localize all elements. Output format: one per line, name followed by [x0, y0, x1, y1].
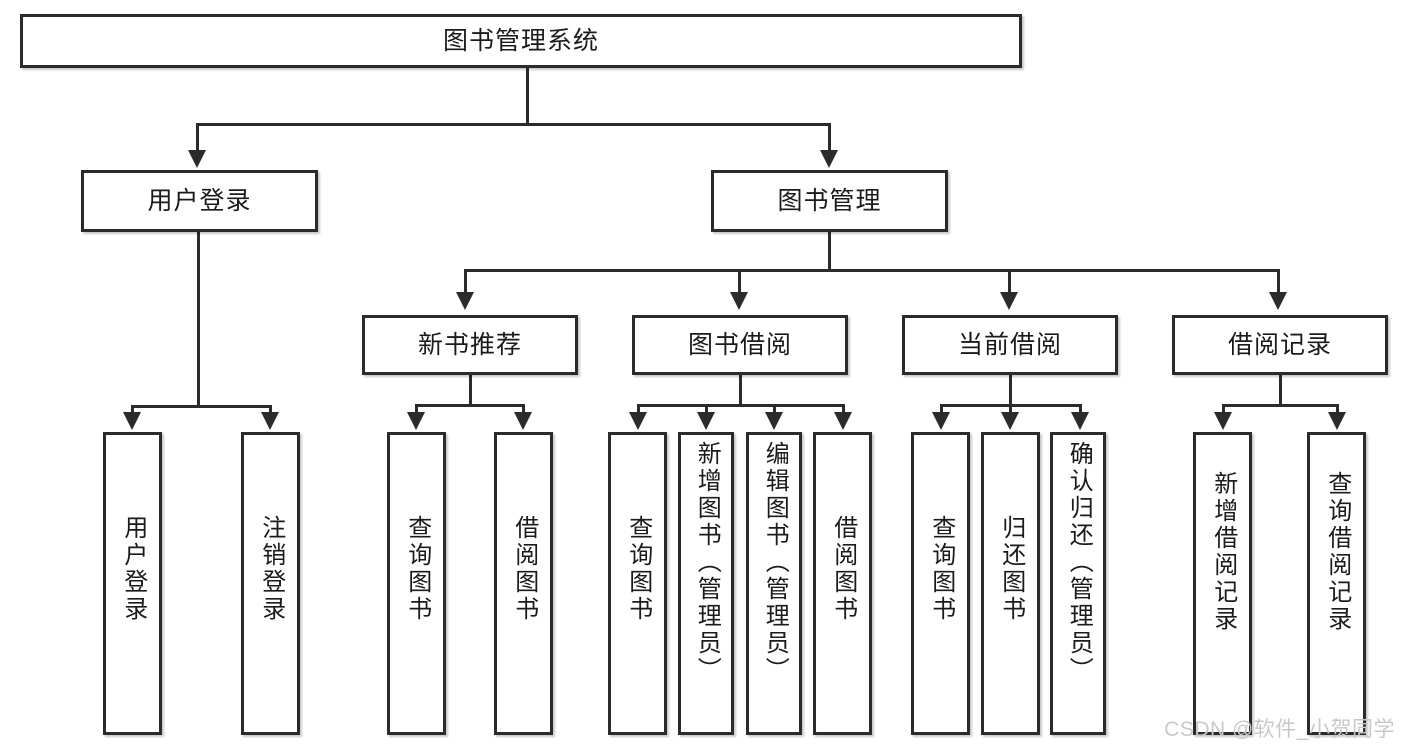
node-label: 新书推荐	[417, 330, 522, 359]
node-label: 归还图书	[997, 515, 1025, 623]
node-label: 确认归还（管理员）	[1065, 441, 1093, 684]
arrow-to-new-book	[456, 292, 474, 310]
connector-to-new-book	[464, 269, 467, 295]
node-label: 查询图书	[403, 515, 431, 623]
arrow-current-borrow-leaf1	[932, 412, 950, 430]
node-label: 查询借阅记录	[1323, 471, 1351, 633]
connector-borrow-record-trunk	[1279, 375, 1282, 407]
node-label: 借阅图书	[510, 515, 538, 623]
arrow-user-login-leaf1	[123, 412, 141, 430]
arrow-book-borrow-leaf1	[629, 412, 647, 430]
node-leaf-query-book-1[interactable]: 查询图书	[387, 432, 446, 735]
node-label: 当前借阅	[957, 330, 1062, 359]
node-leaf-query-record[interactable]: 查询借阅记录	[1307, 432, 1366, 735]
node-label: 图书借阅	[687, 330, 792, 359]
connector-current-borrow-leaf1	[940, 404, 943, 416]
connector-new-book-bus	[415, 404, 525, 407]
arrow-to-book-borrow	[730, 292, 748, 310]
node-label: 借阅图书	[829, 515, 857, 623]
connector-root-trunk	[526, 67, 529, 123]
node-leaf-borrow-book-2[interactable]: 借阅图书	[813, 432, 872, 735]
node-leaf-add-record[interactable]: 新增借阅记录	[1193, 432, 1252, 735]
node-leaf-user-login[interactable]: 用户登录	[103, 432, 162, 735]
connector-user-login-trunk	[197, 232, 200, 408]
connector-user-login-bus	[131, 405, 272, 408]
node-label: 查询图书	[624, 515, 652, 623]
node-book-borrow[interactable]: 图书借阅	[632, 315, 848, 375]
connector-borrow-record-leaf2	[1336, 404, 1339, 416]
connector-current-borrow-leaf2	[1009, 404, 1012, 416]
node-leaf-logout[interactable]: 注销登录	[241, 432, 300, 735]
arrow-book-borrow-leaf2	[697, 412, 715, 430]
arrow-current-borrow-leaf3	[1071, 412, 1089, 430]
connector-book-borrow-trunk	[739, 375, 742, 407]
node-label: 编辑图书（管理员）	[761, 441, 789, 684]
connector-to-book-borrow	[738, 269, 741, 295]
node-label: 用户登录	[119, 515, 147, 623]
arrow-new-book-leaf1	[407, 412, 425, 430]
node-leaf-add-book[interactable]: 新增图书（管理员）	[678, 432, 734, 735]
node-label: 新增借阅记录	[1209, 471, 1237, 633]
node-label: 图书管理系统	[442, 26, 599, 55]
connector-current-borrow-trunk	[1009, 375, 1012, 407]
connector-to-user-login	[196, 123, 199, 153]
node-leaf-borrow-book-1[interactable]: 借阅图书	[494, 432, 553, 735]
arrow-book-borrow-leaf3	[765, 412, 783, 430]
node-book-management[interactable]: 图书管理	[711, 170, 948, 232]
node-new-book-recommend[interactable]: 新书推荐	[362, 315, 578, 375]
connector-book-management-bus	[464, 269, 1279, 272]
connector-to-book-management	[828, 123, 831, 153]
node-user-login[interactable]: 用户登录	[81, 170, 318, 232]
node-borrow-record[interactable]: 借阅记录	[1172, 315, 1388, 375]
connector-borrow-record-bus	[1222, 404, 1339, 407]
arrow-current-borrow-leaf2	[1001, 412, 1019, 430]
connector-user-login-leaf2	[269, 405, 272, 417]
node-leaf-confirm-return[interactable]: 确认归还（管理员）	[1050, 432, 1106, 735]
connector-root-bus	[196, 123, 830, 126]
arrow-borrow-record-leaf1	[1214, 412, 1232, 430]
node-label: 新增图书（管理员）	[693, 441, 721, 684]
node-label: 用户登录	[147, 186, 252, 215]
arrow-borrow-record-leaf2	[1328, 412, 1346, 430]
node-label: 查询图书	[927, 515, 955, 623]
node-label: 图书管理	[777, 186, 882, 215]
connector-book-borrow-leaf1	[637, 404, 640, 416]
arrow-user-login-leaf2	[261, 412, 279, 430]
node-leaf-return-book[interactable]: 归还图书	[981, 432, 1040, 735]
connector-new-book-leaf2	[522, 404, 525, 416]
connector-new-book-trunk	[469, 375, 472, 407]
node-current-borrow[interactable]: 当前借阅	[902, 315, 1118, 375]
node-root-book-management-system[interactable]: 图书管理系统	[20, 14, 1022, 68]
arrow-to-user-login	[188, 150, 206, 168]
connector-to-borrow-record	[1277, 269, 1280, 295]
connector-book-borrow-leaf2	[705, 404, 708, 416]
node-leaf-query-book-2[interactable]: 查询图书	[608, 432, 667, 735]
connector-borrow-record-leaf1	[1222, 404, 1225, 416]
connector-user-login-leaf1	[131, 405, 134, 417]
arrow-to-current-borrow	[1000, 292, 1018, 310]
connector-book-borrow-leaf4	[842, 404, 845, 416]
node-label: 注销登录	[257, 515, 285, 623]
arrow-new-book-leaf2	[514, 412, 532, 430]
connector-new-book-leaf1	[415, 404, 418, 416]
connector-book-management-trunk	[828, 232, 831, 272]
node-leaf-query-book-3[interactable]: 查询图书	[911, 432, 970, 735]
arrow-to-borrow-record	[1269, 292, 1287, 310]
node-label: 借阅记录	[1227, 330, 1332, 359]
connector-book-borrow-leaf3	[773, 404, 776, 416]
connector-book-borrow-bus	[637, 404, 845, 407]
node-leaf-edit-book[interactable]: 编辑图书（管理员）	[746, 432, 802, 735]
arrow-to-book-management	[820, 150, 838, 168]
connector-to-current-borrow	[1008, 269, 1011, 295]
connector-current-borrow-leaf3	[1079, 404, 1082, 416]
arrow-book-borrow-leaf4	[834, 412, 852, 430]
